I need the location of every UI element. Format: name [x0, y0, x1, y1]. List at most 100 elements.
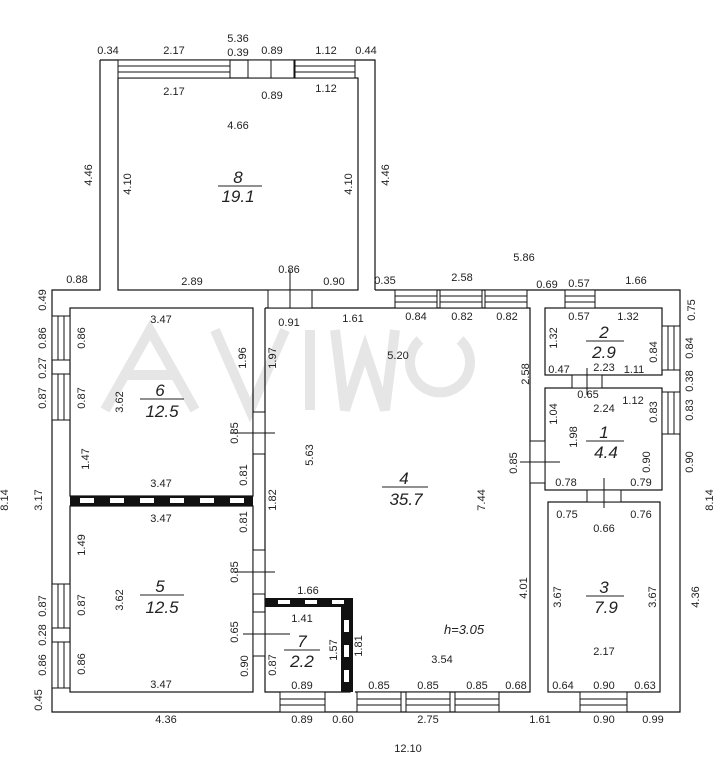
dim-label: 1.12	[622, 395, 643, 407]
door-8-4	[267, 270, 313, 309]
dim-label: 0.81	[238, 464, 250, 485]
dim-label: 0.89	[291, 680, 312, 692]
dim-label: 0.90	[593, 680, 614, 692]
dim-label: 0.83	[648, 401, 660, 422]
window-right-r1	[661, 391, 681, 435]
dim-label: 3.54	[431, 654, 452, 666]
dim-label: 1.32	[548, 327, 560, 348]
room-5-number: 5	[155, 577, 165, 596]
window-right-r2	[661, 325, 681, 371]
dim-label: 8.14	[704, 489, 716, 510]
dim-label: 0.90	[323, 276, 344, 288]
dim-label: 5.20	[387, 350, 408, 362]
dim-label: 0.82	[451, 311, 472, 323]
dim-label: 0.28	[37, 624, 49, 645]
room-4-label: 435.7	[382, 469, 428, 509]
dim-label: 0.44	[355, 45, 376, 57]
room-3-area: 7.9	[594, 598, 618, 617]
dim-label: 0.47	[548, 364, 569, 376]
dim-label: 3.47	[150, 478, 171, 490]
dim-label: 0.85	[417, 680, 438, 692]
dim-label: 2.58	[451, 272, 472, 284]
room-2-area: 2.9	[591, 343, 616, 362]
dim-label: 1.96	[237, 347, 249, 368]
dim-label: 0.81	[238, 511, 250, 532]
dim-label: 4.46	[83, 164, 95, 185]
dim-label: 0.75	[686, 299, 698, 320]
dim-label: 0.99	[642, 714, 663, 726]
room-4-number: 4	[399, 469, 408, 488]
dim-label: 0.89	[291, 714, 312, 726]
dim-label: 2.23	[593, 362, 614, 374]
dim-label: 0.34	[97, 45, 118, 57]
dim-label: 0.91	[278, 317, 299, 329]
dim-label: 0.63	[634, 680, 655, 692]
dim-label: 0.64	[552, 680, 573, 692]
dim-label: 3.67	[552, 586, 564, 607]
dim-label: 0.86	[37, 654, 49, 675]
window-r4-1	[394, 289, 438, 309]
dim-label: 3.47	[150, 314, 171, 326]
window-r4-3	[484, 289, 528, 309]
dim-label: 0.86	[278, 264, 299, 276]
dim-label: 0.88	[66, 274, 87, 286]
door-1-4	[520, 440, 560, 484]
dim-label: 0.90	[239, 655, 251, 676]
dim-label: 1.32	[617, 311, 638, 323]
dim-label: 3.47	[150, 679, 171, 691]
dimension-labels: 5.36 0.34 2.17 0.39 0.89 1.12 0.44 2.17 …	[0, 33, 716, 755]
dim-label: 3.62	[114, 391, 126, 412]
dim-label: 0.85	[368, 680, 389, 692]
dim-label: 0.68	[505, 680, 526, 692]
room-1-number: 1	[599, 423, 608, 442]
dim-label: 1.04	[548, 403, 560, 424]
dim-label: 3.62	[114, 589, 126, 610]
door-7-5	[243, 611, 290, 657]
dim-label: 0.90	[593, 714, 614, 726]
window-top-1	[117, 59, 231, 79]
dim-label: 4.01	[518, 577, 530, 598]
dim-label: 1.11	[624, 364, 645, 376]
dim-label: 0.89	[261, 90, 282, 102]
dim-label: 4.36	[690, 586, 702, 607]
dim-label: 0.87	[267, 654, 279, 675]
dim-label: 4.66	[227, 120, 248, 132]
room-3-label: 37.9	[586, 578, 624, 617]
room-6-area: 12.5	[145, 402, 179, 421]
dim-label: 0.27	[37, 357, 49, 378]
room-1-area: 4.4	[594, 443, 618, 462]
room-2-number: 2	[598, 323, 609, 342]
dim-label: 0.82	[496, 311, 517, 323]
dim-label: 0.69	[536, 279, 557, 291]
room-6-label: 612.5	[140, 381, 184, 421]
dim-label: 4.36	[155, 714, 176, 726]
dim-label: 0.84	[405, 311, 426, 323]
dim-label: 0.65	[577, 389, 598, 401]
window-bottom-4	[454, 691, 500, 713]
dim-label: 0.87	[37, 595, 49, 616]
window-left-2	[51, 373, 71, 421]
dim-label: 0.87	[37, 387, 49, 408]
window-r2-top	[564, 289, 596, 309]
dim-label: 5.86	[513, 252, 534, 264]
dim-label: 0.85	[508, 452, 520, 473]
dim-label: 8.14	[0, 489, 11, 510]
windows	[51, 59, 681, 713]
dim-label: 0.65	[229, 621, 241, 642]
room-labels: 819.1 612.5 512.5 435.7 72.2 22.9 14.4 3…	[140, 168, 624, 671]
window-bottom-2	[356, 691, 402, 713]
dim-label: 1.47	[80, 448, 92, 469]
dim-label: 2.17	[163, 86, 184, 98]
dim-label: 0.85	[229, 561, 241, 582]
dim-label: 0.66	[593, 523, 614, 535]
dim-label: 0.87	[76, 387, 88, 408]
dim-label: 1.61	[342, 313, 363, 325]
room-4-area: 35.7	[389, 490, 423, 509]
dim-label: 1.66	[625, 275, 646, 287]
room-7-number: 7	[297, 632, 307, 651]
room-1-label: 14.4	[586, 423, 624, 462]
dim-label: 4.10	[343, 173, 355, 194]
dim-label: 3.47	[150, 513, 171, 525]
door-5-4	[235, 549, 275, 595]
